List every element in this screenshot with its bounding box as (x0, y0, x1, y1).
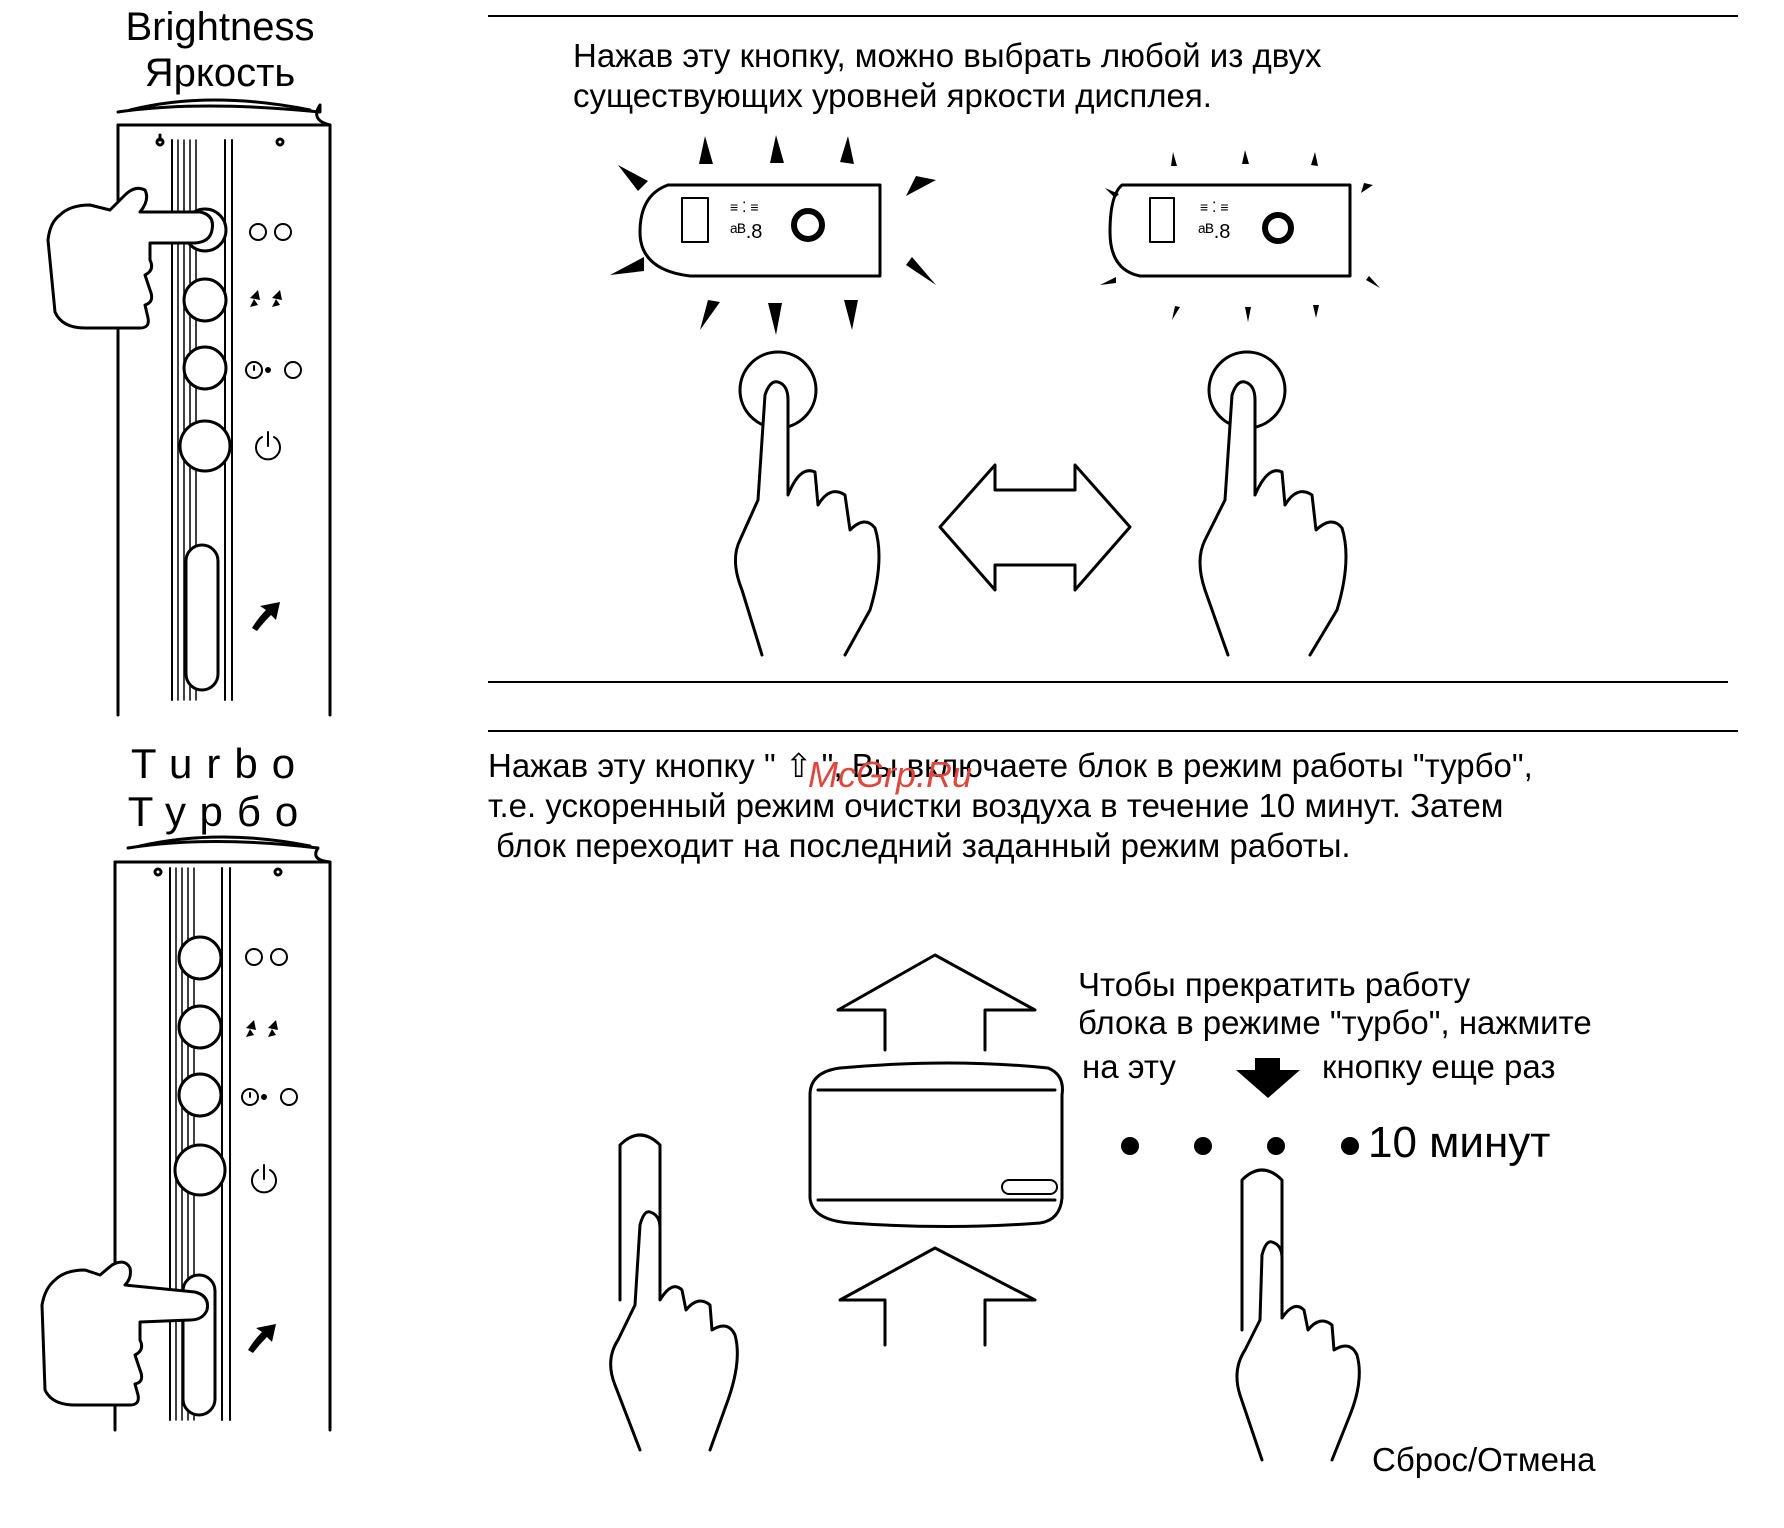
display-bright: ≡ ⁚ ≡ ᵃᴮ.8 (610, 135, 936, 335)
brightness-description-line2: существующих уровней яркости дисплея. (573, 77, 1212, 114)
brightness-icon (249, 223, 292, 241)
brightness-description: Нажав эту кнопку, можно выбрать любой из… (573, 36, 1322, 116)
timer-label: 10 минут (1368, 1118, 1551, 1167)
stop-line1: Чтобы прекратить работу (1078, 966, 1471, 1003)
brightness-icon-2 (245, 948, 288, 966)
fan-icon-2 (246, 1020, 278, 1037)
switch-slot-left (618, 1133, 662, 1302)
up-arrow-icon-top (836, 953, 1037, 1052)
up-arrow-icon-bottom (838, 1246, 1037, 1347)
turbo-button[interactable] (184, 543, 220, 692)
divider-top (488, 15, 1738, 17)
power-icon (255, 431, 281, 461)
brightness-button-2[interactable] (177, 935, 223, 981)
turbo-description: Нажав эту кнопку " ⇧ ", Вы включаете бло… (488, 746, 1533, 866)
svg-text:ᵃᴮ.8: ᵃᴮ.8 (1198, 221, 1230, 243)
turbo-arrow-icon-2 (248, 1324, 276, 1353)
turbo-arrow-icon (252, 602, 280, 631)
fan-button-2[interactable] (177, 1004, 223, 1050)
stop-line2: блока в режиме "турбо", нажмите (1078, 1004, 1592, 1041)
pointing-hand-bottom-left (609, 1210, 739, 1452)
pointing-hand-right (1198, 380, 1348, 657)
power-icon-2 (251, 1164, 277, 1194)
timer-button[interactable] (182, 345, 228, 391)
fan-button[interactable] (182, 277, 228, 323)
brightness-title-ru: Яркость (144, 51, 296, 95)
hand-icon-2 (40, 1260, 209, 1407)
svg-text:≡ ⁚ ≡: ≡ ⁚ ≡ (1200, 199, 1229, 215)
power-button-2[interactable] (173, 1143, 227, 1197)
device-panel-bottom (113, 835, 332, 1432)
stop-line3a: на эту (1082, 1048, 1176, 1085)
pointing-hand-left (734, 380, 881, 657)
timer-button-2[interactable] (177, 1072, 223, 1118)
switch-slot-right (1240, 1168, 1284, 1332)
svg-text:ᵃᴮ.8: ᵃᴮ.8 (730, 221, 762, 243)
turbo-title-en: Turbo (130, 740, 310, 787)
timer-dots (1121, 1137, 1359, 1155)
reset-cancel-label: Сброс/Отмена (1372, 1441, 1596, 1478)
timer-icon-2 (241, 1088, 298, 1106)
turbo-description-line1: Нажав эту кнопку " ⇧ ", Вы включаете бло… (488, 747, 1533, 784)
pointing-hand-bottom-right (1235, 1240, 1361, 1462)
turbo-stop-instruction: Чтобы прекратить работу блока в режиме "… (1078, 966, 1592, 1042)
device-panel-top (116, 98, 332, 717)
brightness-description-line1: Нажав эту кнопку, можно выбрать любой из… (573, 37, 1322, 74)
fan-icon (250, 290, 282, 307)
watermark: McGrp.Ru (808, 754, 973, 795)
stop-line3b: кнопку еще раз (1322, 1048, 1556, 1085)
turbo-title: Turbo Турбо (100, 740, 340, 836)
display-dim: ≡ ⁚ ≡ ᵃᴮ.8 (1100, 150, 1380, 322)
timer-icon (245, 361, 302, 379)
power-button[interactable] (178, 419, 232, 473)
turbo-description-line2: т.е. ускоренный режим очистки воздуха в … (488, 787, 1504, 824)
svg-text:≡ ⁚ ≡: ≡ ⁚ ≡ (730, 199, 759, 215)
purifier-unit (808, 1061, 1064, 1228)
divider-middle-1 (488, 681, 1728, 683)
double-arrow-icon (938, 463, 1132, 592)
down-arrow-icon (1236, 1058, 1300, 1098)
brightness-title-en: Brightness (125, 5, 315, 49)
turbo-title-ru: Турбо (127, 788, 313, 835)
brightness-title: Brightness Яркость (95, 4, 345, 96)
hand-icon (46, 186, 214, 330)
divider-middle-2 (488, 730, 1738, 732)
turbo-description-line3: блок переходит на последний заданный реж… (496, 827, 1351, 864)
